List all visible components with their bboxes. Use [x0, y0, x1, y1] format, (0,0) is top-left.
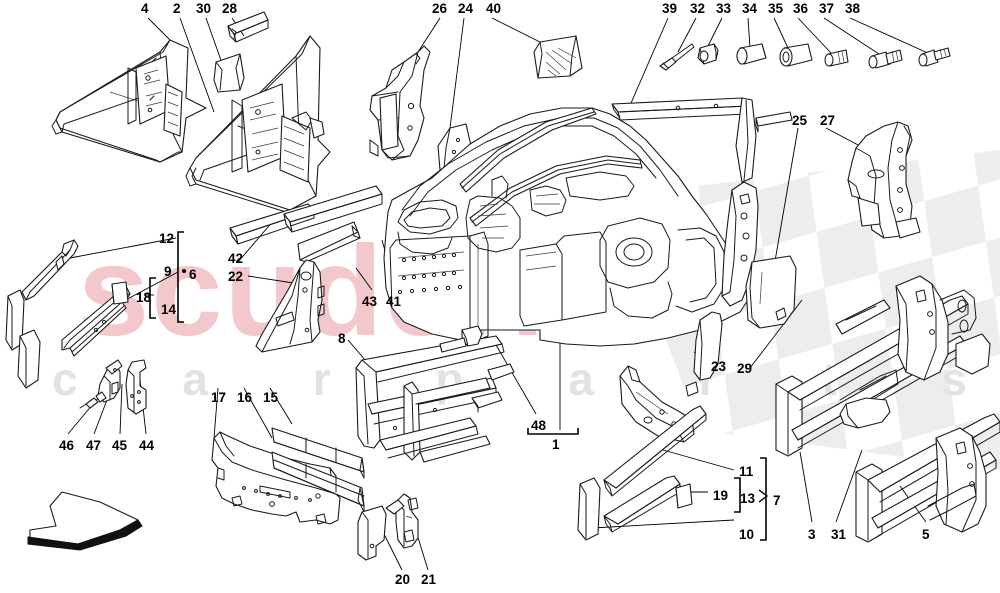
part-28-small-tube-insert	[227, 11, 269, 43]
callout-18: 18	[136, 290, 152, 305]
callout-14: 14	[161, 302, 177, 317]
callout-23: 23	[711, 359, 727, 374]
callout-45: 45	[112, 438, 128, 453]
callout-32: 32	[690, 1, 706, 16]
part-5-right-front-side-member	[855, 413, 1000, 543]
callout-21: 21	[421, 572, 437, 587]
callout-47: 47	[86, 438, 102, 453]
part-33-rubber-grommet	[697, 43, 719, 65]
callout-40: 40	[486, 1, 502, 16]
callout-46: 46	[59, 438, 75, 453]
callout-10: 10	[739, 527, 755, 542]
callout-3: 3	[808, 527, 816, 542]
part-45-angled-support-bracket	[97, 359, 123, 403]
callout-7: 7	[773, 493, 781, 508]
part-9-side-rail-tube	[61, 285, 131, 357]
part-30-wheelarch-filler-block	[213, 53, 245, 93]
callout-36: 36	[793, 1, 809, 16]
group-7-pointer	[758, 489, 769, 503]
callout-44: 44	[139, 438, 155, 453]
callout-25: 25	[792, 113, 808, 128]
part-48-chassis-tie-bracket	[439, 325, 483, 353]
part-26-front-pillar-lower	[369, 45, 431, 161]
part-41-upper-rail-tube	[283, 185, 383, 233]
callout-13: 13	[740, 491, 756, 506]
callout-27: 27	[820, 113, 836, 128]
part-44-support-bracket-plate	[125, 359, 147, 415]
part-40-insulation-pad	[533, 35, 583, 79]
part-39-retaining-pin	[659, 43, 695, 71]
callout-38: 38	[845, 1, 861, 16]
left-rail-end-caps	[5, 289, 41, 389]
callout-42: 42	[228, 251, 244, 266]
part-43-tapered-rail-strip	[297, 221, 361, 263]
callout-28: 28	[222, 1, 238, 16]
part-36-short-sleeve-bush	[824, 49, 849, 67]
part-21-hinge-support-bracket	[385, 493, 419, 549]
front-of-vehicle-arrow	[27, 491, 143, 551]
callout-34: 34	[742, 1, 758, 16]
callout-17: 17	[211, 390, 227, 405]
callout-8: 8	[338, 331, 346, 346]
fasteners-row	[659, 43, 951, 71]
callout-1: 1	[552, 437, 560, 452]
part-25-inner-arch-liner-panel	[745, 255, 797, 329]
part-4-left-inner-wheelarch	[51, 39, 207, 163]
callout-9: 9	[164, 264, 172, 279]
callout-33: 33	[716, 1, 732, 16]
part-2-right-inner-wheelarch	[185, 35, 331, 213]
callout-39: 39	[662, 1, 678, 16]
part-46-fixing-pin	[79, 397, 99, 409]
callout-19: 19	[713, 488, 729, 503]
part-19-tube-insert-block	[675, 483, 693, 509]
callout-11: 11	[739, 464, 754, 479]
part-34-spacer-bush	[736, 43, 767, 65]
callout-5: 5	[922, 527, 930, 542]
part-27-front-pillar-reinforcement	[847, 121, 921, 239]
callout-30: 30	[196, 1, 212, 16]
callout-31: 31	[831, 527, 847, 542]
callout-29: 29	[737, 361, 753, 376]
callout-48: 48	[531, 418, 547, 433]
part-18-rail-insert-block	[111, 281, 129, 305]
callout-37: 37	[819, 1, 835, 16]
callout-12: 12	[159, 231, 175, 246]
callout-16: 16	[237, 390, 253, 405]
part-22-triangular-reinforcement-panel	[255, 259, 325, 353]
callout-41: 41	[386, 294, 402, 309]
part-47-small-clip	[95, 391, 107, 403]
callout-20: 20	[395, 572, 411, 587]
callout-35: 35	[768, 1, 784, 16]
part-15-upper-bulkhead-strip	[271, 427, 365, 479]
part-12-upper-rail-profile	[21, 239, 79, 301]
callout-24: 24	[458, 1, 474, 16]
callout-15: 15	[263, 390, 279, 405]
callout-22: 22	[228, 269, 244, 284]
part-8-front-subframe-cradle	[355, 335, 515, 463]
group-6-pointer	[182, 269, 186, 273]
part-16-lower-bulkhead-strip	[271, 451, 365, 513]
callout-6: 6	[189, 267, 197, 282]
part-35-flanged-bush	[779, 43, 813, 67]
cross-member-end-cap	[577, 477, 601, 541]
callout-2: 2	[173, 1, 181, 16]
part-20-mounting-plate-bracket	[357, 505, 387, 561]
callout-4: 4	[141, 1, 149, 16]
callout-43: 43	[362, 294, 378, 309]
part-38-flange-head-bolt	[918, 47, 951, 67]
part-37-shouldered-stud-bolt	[868, 49, 903, 69]
callout-26: 26	[432, 1, 448, 16]
